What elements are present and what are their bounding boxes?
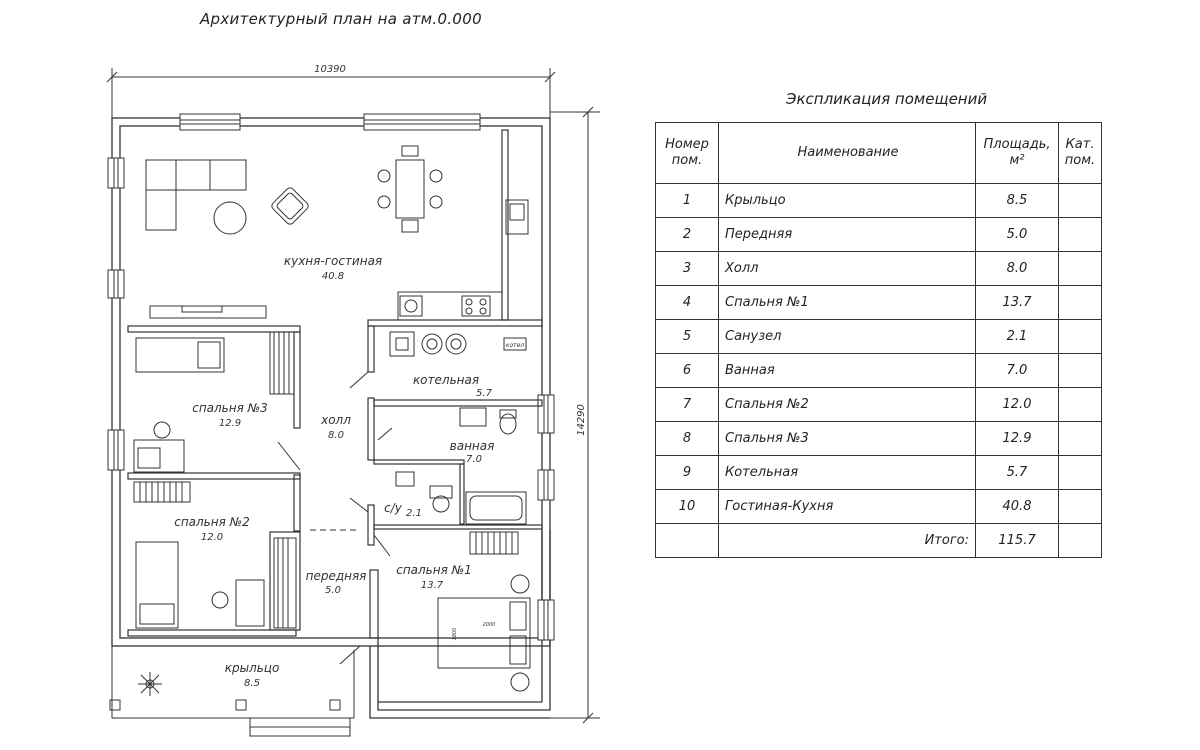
header-area: Площадь,м² <box>975 122 1059 184</box>
bed-dim-w: 2000 <box>483 622 496 628</box>
bedroom2-furniture <box>133 481 297 629</box>
doors <box>277 371 393 665</box>
armchair <box>271 187 309 225</box>
bathroom-fixtures <box>395 407 527 525</box>
kitchen-counter <box>397 291 503 321</box>
bedroom1-furniture <box>437 531 531 692</box>
room-labels: кухня-гостиная 40.8 котельная 5.7 спальн… <box>174 254 494 689</box>
dimension-height-label: 14290 <box>576 404 587 436</box>
total-label: Итого: <box>718 523 976 558</box>
coffee-table <box>213 201 247 235</box>
room-label: спальня №1 <box>396 563 472 577</box>
room-area: 12.9 <box>219 418 241 429</box>
header-name: Наименование <box>718 122 976 184</box>
room-label: холл <box>320 413 351 427</box>
porch <box>109 646 355 737</box>
room-area: 2.1 <box>406 508 422 519</box>
room-label: крыльцо <box>225 661 280 675</box>
dining-table <box>377 145 443 233</box>
room-label: кухня-гостиная <box>284 254 382 268</box>
tv-stand <box>149 305 267 319</box>
room-area: 13.7 <box>421 580 444 591</box>
room-area: 8.5 <box>244 678 260 689</box>
explication-title: Экспликация помещений <box>786 90 988 108</box>
room-label: спальня №3 <box>192 401 268 415</box>
room-label: ванная <box>450 439 495 453</box>
plan-title: Архитектурный план на атм.0.000 <box>200 10 482 28</box>
room-area: 5.7 <box>476 388 493 399</box>
total-row: Итого: 115.7 <box>655 523 1102 558</box>
room-label: передняя <box>306 569 367 583</box>
dimension-height <box>550 106 600 724</box>
room-area: 8.0 <box>328 430 344 441</box>
room-label: котельная <box>413 373 479 387</box>
room-area: 7.0 <box>466 454 482 465</box>
interior-walls <box>127 129 543 639</box>
dimension-width-label: 10390 <box>314 64 346 75</box>
header-cat: Кат.пом. <box>1058 122 1102 184</box>
dimension-width <box>106 68 556 118</box>
room-area: 40.8 <box>322 271 344 282</box>
boiler-label: котел <box>506 342 524 349</box>
bed-dim-h: 1800 <box>452 628 458 641</box>
room-area: 5.0 <box>325 585 341 596</box>
bedroom3-furniture <box>133 331 295 473</box>
windows <box>107 113 555 641</box>
room-label: с/у <box>384 501 403 515</box>
kitchen-sink <box>505 199 529 235</box>
total-value: 115.7 <box>975 523 1059 558</box>
room-area: 12.0 <box>201 532 223 543</box>
sofa <box>145 159 247 231</box>
boiler-room-appliances <box>389 331 527 357</box>
room-label: спальня №2 <box>174 515 250 529</box>
